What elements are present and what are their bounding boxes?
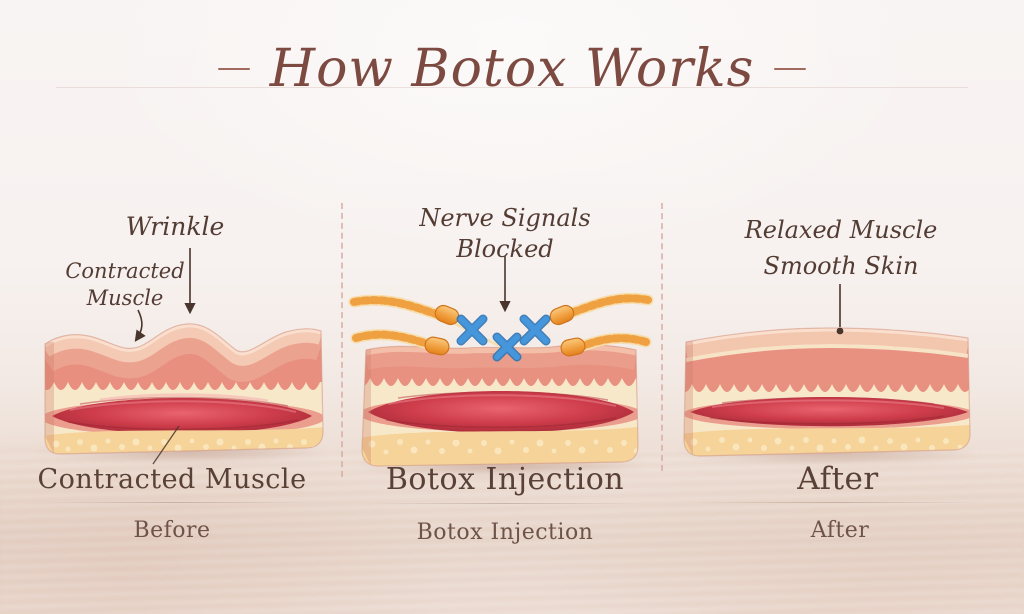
muscle-fiber [67, 419, 299, 430]
title-underline-faint [56, 87, 968, 88]
label-relaxed-muscle-text: Relaxed Muscle [744, 216, 938, 244]
nerve-fibers [348, 292, 654, 362]
block-outline [44, 323, 324, 455]
muscle-fiber [721, 397, 935, 405]
skin-block-before [44, 323, 324, 455]
fat-bubbles [690, 436, 963, 452]
label-contracted-line2: Muscle [86, 285, 164, 310]
muscle-fiber [69, 400, 297, 413]
contracted-muscle-shape [52, 398, 312, 434]
label-nerve-signals: Nerve Signals [419, 204, 591, 232]
relaxing-muscle-shape [368, 391, 634, 433]
panel-divider-2 [661, 203, 663, 471]
panel-divider-1 [341, 203, 343, 477]
block-left-face [45, 342, 54, 454]
muscle-fiber [387, 394, 617, 407]
skin-block-injection [348, 292, 654, 467]
x-mark-icon [521, 316, 549, 344]
skin-block-after [683, 327, 971, 457]
label-wrinkle-text: Wrinkle [125, 212, 225, 241]
caption-separator-after [692, 502, 982, 503]
panel-footer-injection: Botox Injection [416, 520, 594, 545]
label-contracted-line1: Contracted [65, 259, 185, 283]
label-nerve-signals-blocked: Nerve Signals Blocked [419, 203, 590, 264]
blocked-signal-x-marks [456, 314, 551, 362]
label-wrinkle: Wrinkle [126, 211, 225, 243]
page-title: How Botox Works [269, 39, 755, 99]
caption-separator-injection [366, 503, 644, 504]
label-smooth-skin: Smooth Skin [764, 251, 919, 282]
caption-contracted-muscle: Contracted Muscle [37, 464, 307, 495]
nerve-endings [424, 304, 586, 357]
nerve-axon [350, 296, 440, 318]
caption-botox-injection: Botox Injection [385, 462, 625, 497]
block-left-face [684, 340, 693, 456]
label-smooth-skin-text: Smooth Skin [763, 252, 919, 280]
nerve-axon [352, 330, 432, 348]
nerve-ending-capsule [549, 304, 575, 326]
nerve-ending-capsule [424, 336, 450, 356]
muscle-fiber [79, 396, 289, 407]
muscle-fiber [711, 399, 945, 409]
nerve-ending-capsule [560, 337, 586, 357]
x-mark-icon [494, 334, 520, 360]
muscle-fiber [385, 417, 617, 428]
title-dash-left [217, 68, 250, 71]
panel-footer-after: After [810, 518, 870, 543]
fat-bubbles [368, 439, 638, 455]
title-row: How Botox Works [0, 42, 1024, 97]
caption-separator-before [42, 502, 306, 503]
title-dash-right [774, 68, 807, 71]
panel-footer-before: Before [133, 518, 211, 543]
muscle-highlight [99, 393, 269, 403]
label-relaxed-muscle: Relaxed Muscle [745, 215, 938, 246]
muscle-fiber [397, 391, 609, 401]
block-outline [683, 327, 971, 457]
relaxed-muscle-shape [690, 397, 968, 427]
label-blocked: Blocked [456, 234, 554, 263]
caption-after: After [797, 461, 879, 497]
nerve-axon [564, 294, 652, 318]
muscle-fiber [709, 415, 945, 425]
label-contracted-muscle: Contracted Muscle [65, 258, 184, 312]
x-mark-icon [458, 316, 486, 344]
